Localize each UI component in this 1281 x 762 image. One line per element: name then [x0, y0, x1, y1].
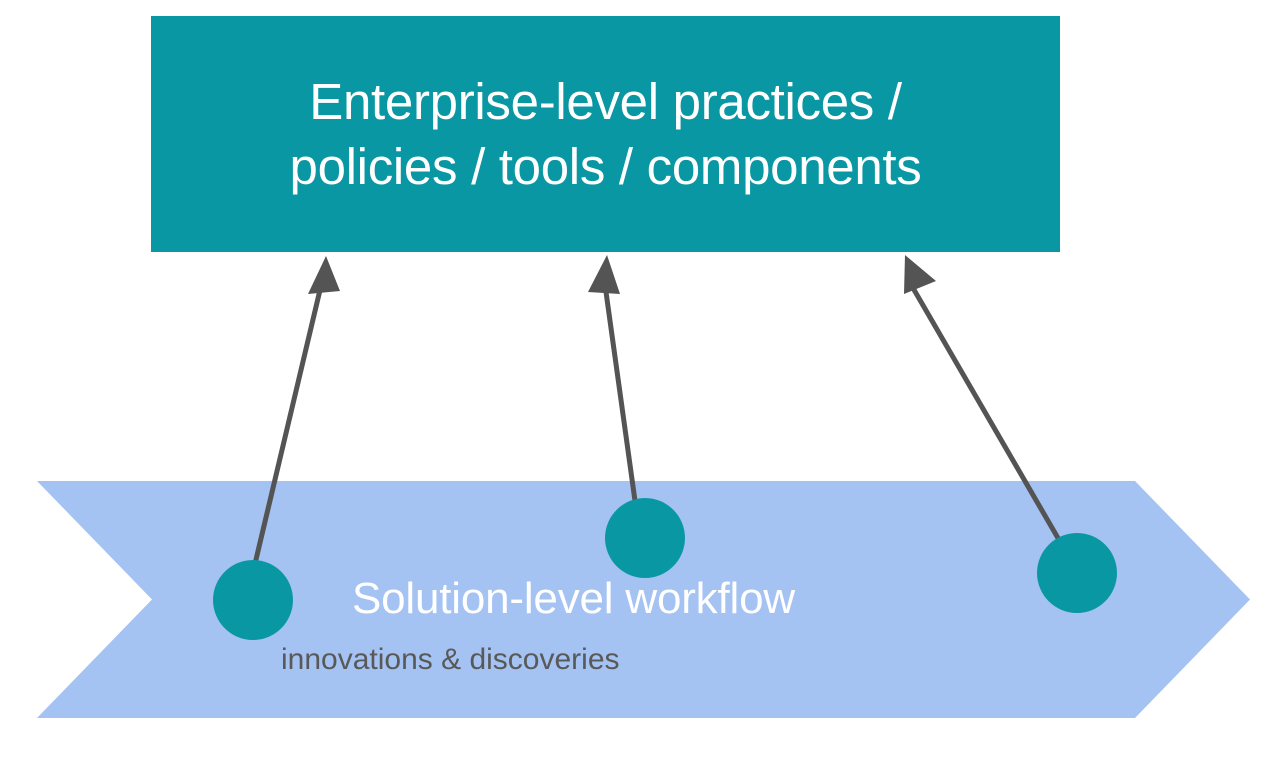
workflow-node-1[interactable]	[213, 560, 293, 640]
workflow-node-3[interactable]	[1037, 533, 1117, 613]
enterprise-practices-box[interactable]: Enterprise-level practices / policies / …	[151, 16, 1060, 252]
solution-workflow-subtitle: innovations & discoveries	[281, 643, 620, 676]
workflow-node-2[interactable]	[605, 498, 685, 578]
connector-arrow-2	[588, 255, 639, 509]
solution-workflow-title: Solution-level workflow	[352, 574, 795, 623]
enterprise-practices-label: Enterprise-level practices / policies / …	[289, 72, 922, 195]
